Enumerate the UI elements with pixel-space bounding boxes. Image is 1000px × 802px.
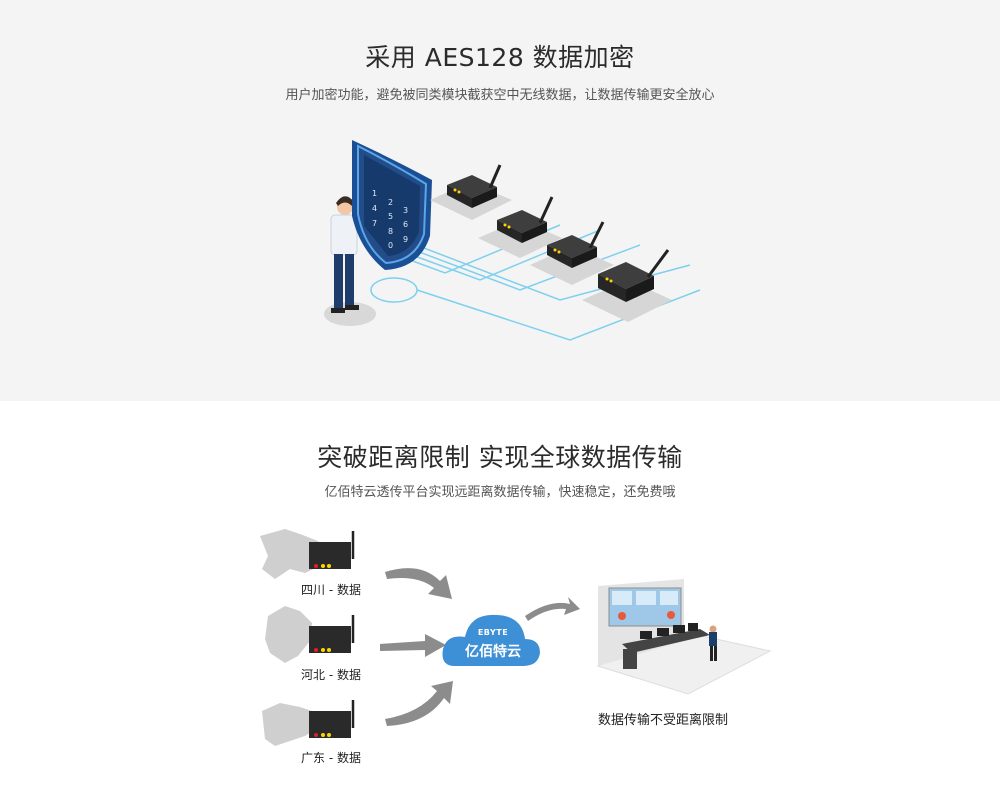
svg-text:0: 0 [388,241,393,250]
svg-text:1: 1 [372,189,377,198]
encryption-illustration: 1 2 3 4 5 6 7 8 9 0 [324,140,701,341]
region-label-hebei: 河北 - 数据 [301,668,361,682]
region-label-guangdong: 广东 - 数据 [301,751,361,765]
region-label-sichuan: 四川 - 数据 [301,583,361,597]
svg-text:7: 7 [372,219,377,228]
wireless-devices [430,164,672,322]
svg-text:5: 5 [388,212,393,221]
global-illustration [260,529,772,746]
svg-text:4: 4 [372,204,377,213]
global-transfer-section: 突破距离限制 实现全球数据传输 亿佰特云透传平台实现远距离数据传输，快速稳定，还… [0,401,1000,802]
svg-text:2: 2 [388,198,393,207]
cloud-label: 亿佰特云 [465,644,521,660]
shield-icon [352,140,432,270]
global-title: 突破距离限制 实现全球数据传输 [317,443,683,472]
cloud-brand: EBYTE [477,628,509,637]
svg-text:9: 9 [403,235,408,244]
svg-text:8: 8 [388,227,393,236]
control-room [596,579,772,695]
flow-arrows [380,568,580,726]
encryption-subtitle: 用户加密功能，避免被同类模块截获空中无线数据，让数据传输更安全放心 [285,88,715,103]
global-subtitle: 亿佰特云透传平台实现远距离数据传输，快速稳定，还免费哦 [324,485,676,500]
svg-text:6: 6 [403,220,408,229]
control-room-label: 数据传输不受距离限制 [598,713,729,728]
encryption-title: 采用 AES128 数据加密 [365,43,635,72]
cloud-icon [442,614,540,666]
svg-text:3: 3 [403,206,408,215]
region-devices [309,531,355,738]
region-maps [260,529,325,746]
encryption-section: 采用 AES128 数据加密 用户加密功能，避免被同类模块截获空中无线数据，让数… [0,0,1000,401]
